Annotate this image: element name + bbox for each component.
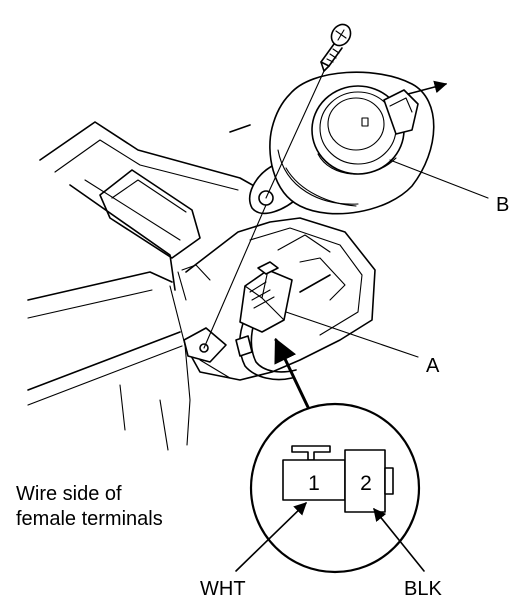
wire-color-label-blk: BLK: [404, 578, 442, 600]
wht-pointer-arrow: [235, 502, 307, 572]
blk-pointer-arrow: [373, 508, 425, 572]
leader-line-a: [285, 311, 419, 358]
wire-harness: [235, 317, 297, 381]
terminal-1-cavity: [282, 459, 346, 501]
screw: [320, 23, 352, 72]
wire-color-label-wht: WHT: [200, 578, 246, 600]
screw-alignment-line: [265, 70, 325, 199]
callout-label-a: A: [426, 355, 440, 377]
mounting-bracket: [177, 217, 376, 381]
connector-detail-view: [249, 402, 421, 574]
connector-a: [239, 261, 293, 333]
removal-direction-arrow: [407, 80, 448, 95]
screw-alignment-line-2: [203, 204, 267, 349]
body-panel: [27, 121, 273, 451]
leader-line-b: [389, 159, 489, 199]
terminal-2-number: 2: [360, 472, 372, 495]
horn-unit-b: [248, 71, 435, 215]
callout-label-b: B: [496, 194, 509, 216]
terminal-1-number: 1: [308, 472, 320, 495]
caption-line-2: female terminals: [16, 508, 163, 530]
caption-line-1: Wire side of: [16, 483, 122, 505]
